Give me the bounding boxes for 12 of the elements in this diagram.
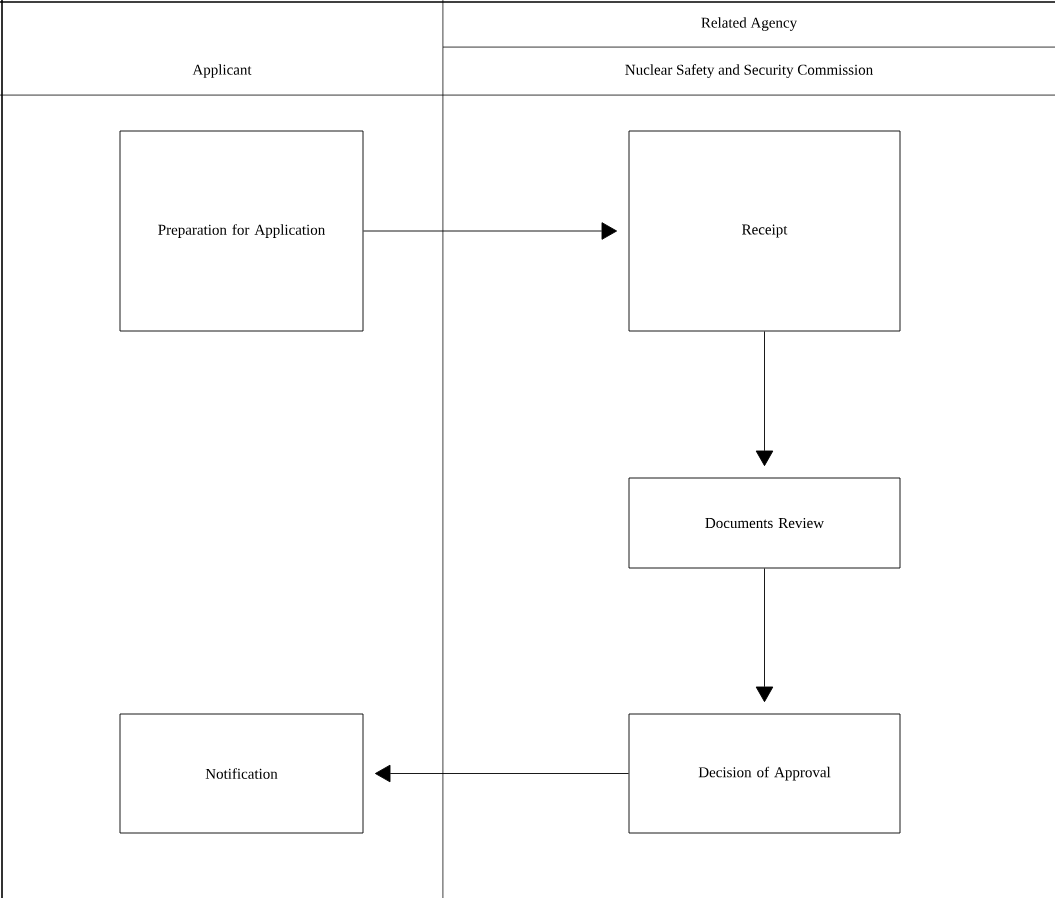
- arrow: [374, 764, 629, 783]
- arrow: [755, 331, 774, 467]
- process-box: Receipt: [628, 130, 901, 332]
- column-header: Nuclear Safety and Security Commission: [625, 64, 873, 78]
- process-box: Decision of Approval: [628, 713, 901, 834]
- arrow: [363, 222, 618, 240]
- process-box: Notification: [119, 713, 364, 834]
- arrow: [755, 568, 774, 703]
- column-header: Applicant: [192, 64, 252, 78]
- process-box: Preparation for Application: [119, 130, 364, 332]
- process-box: Documents Review: [628, 477, 901, 569]
- column-header: Related Agency: [701, 17, 798, 31]
